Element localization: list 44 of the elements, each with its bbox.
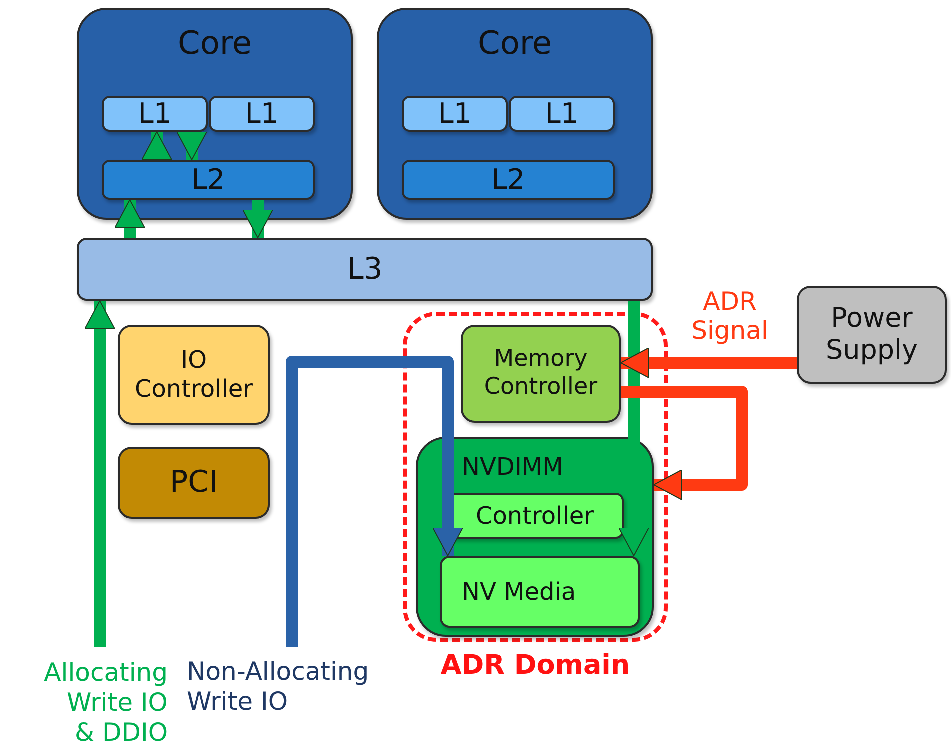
arrow — [286, 356, 464, 647]
arrow — [242, 200, 274, 238]
node-label: Power Supply — [824, 302, 919, 368]
node-label: L2 — [192, 163, 226, 197]
node-label: Core — [178, 24, 252, 62]
domain-label: ADR Domain — [440, 650, 632, 681]
memory-controller-box — [461, 325, 621, 423]
l1-cache-box — [509, 96, 615, 132]
core-box — [77, 8, 353, 220]
l2-cache-box — [402, 160, 615, 200]
edge-source-label: Allocating Write IO & DDIO — [43, 658, 168, 748]
l2-cache-box — [102, 160, 315, 200]
arrow — [142, 132, 172, 160]
l1-cache-box — [102, 96, 208, 132]
arrow — [176, 132, 208, 160]
arrow — [620, 348, 797, 378]
pci-box — [118, 447, 270, 519]
node-label: PCI — [170, 465, 218, 501]
node-label: NV Media — [462, 578, 576, 606]
node-label: NVDIMM — [462, 453, 564, 482]
node-label: IO Controller — [134, 346, 254, 404]
node-label: Core — [478, 24, 552, 62]
arrow — [621, 386, 748, 500]
arrow — [84, 300, 116, 647]
arrow — [114, 200, 146, 238]
l1-cache-box — [209, 96, 315, 132]
nvdimm-box — [416, 437, 654, 637]
node-label: L1 — [545, 97, 579, 131]
nv-media-box — [440, 556, 640, 628]
l3-cache-band — [77, 238, 653, 301]
core-box — [377, 8, 653, 220]
node-label: L1 — [245, 97, 279, 131]
edge-label: ADR Signal — [690, 288, 770, 346]
node-label: L2 — [492, 163, 526, 197]
edge-source-label: Non-Allocating Write IO — [187, 657, 370, 717]
node-label: L3 — [347, 252, 383, 288]
node-label: Memory Controller — [483, 346, 599, 402]
l1-cache-box — [402, 96, 508, 132]
node-label: Controller — [476, 502, 594, 530]
power-supply-box — [797, 286, 947, 384]
arrow — [618, 301, 650, 556]
io-controller-box — [118, 325, 270, 425]
node-label: L1 — [438, 97, 472, 131]
node-label: L1 — [138, 97, 172, 131]
